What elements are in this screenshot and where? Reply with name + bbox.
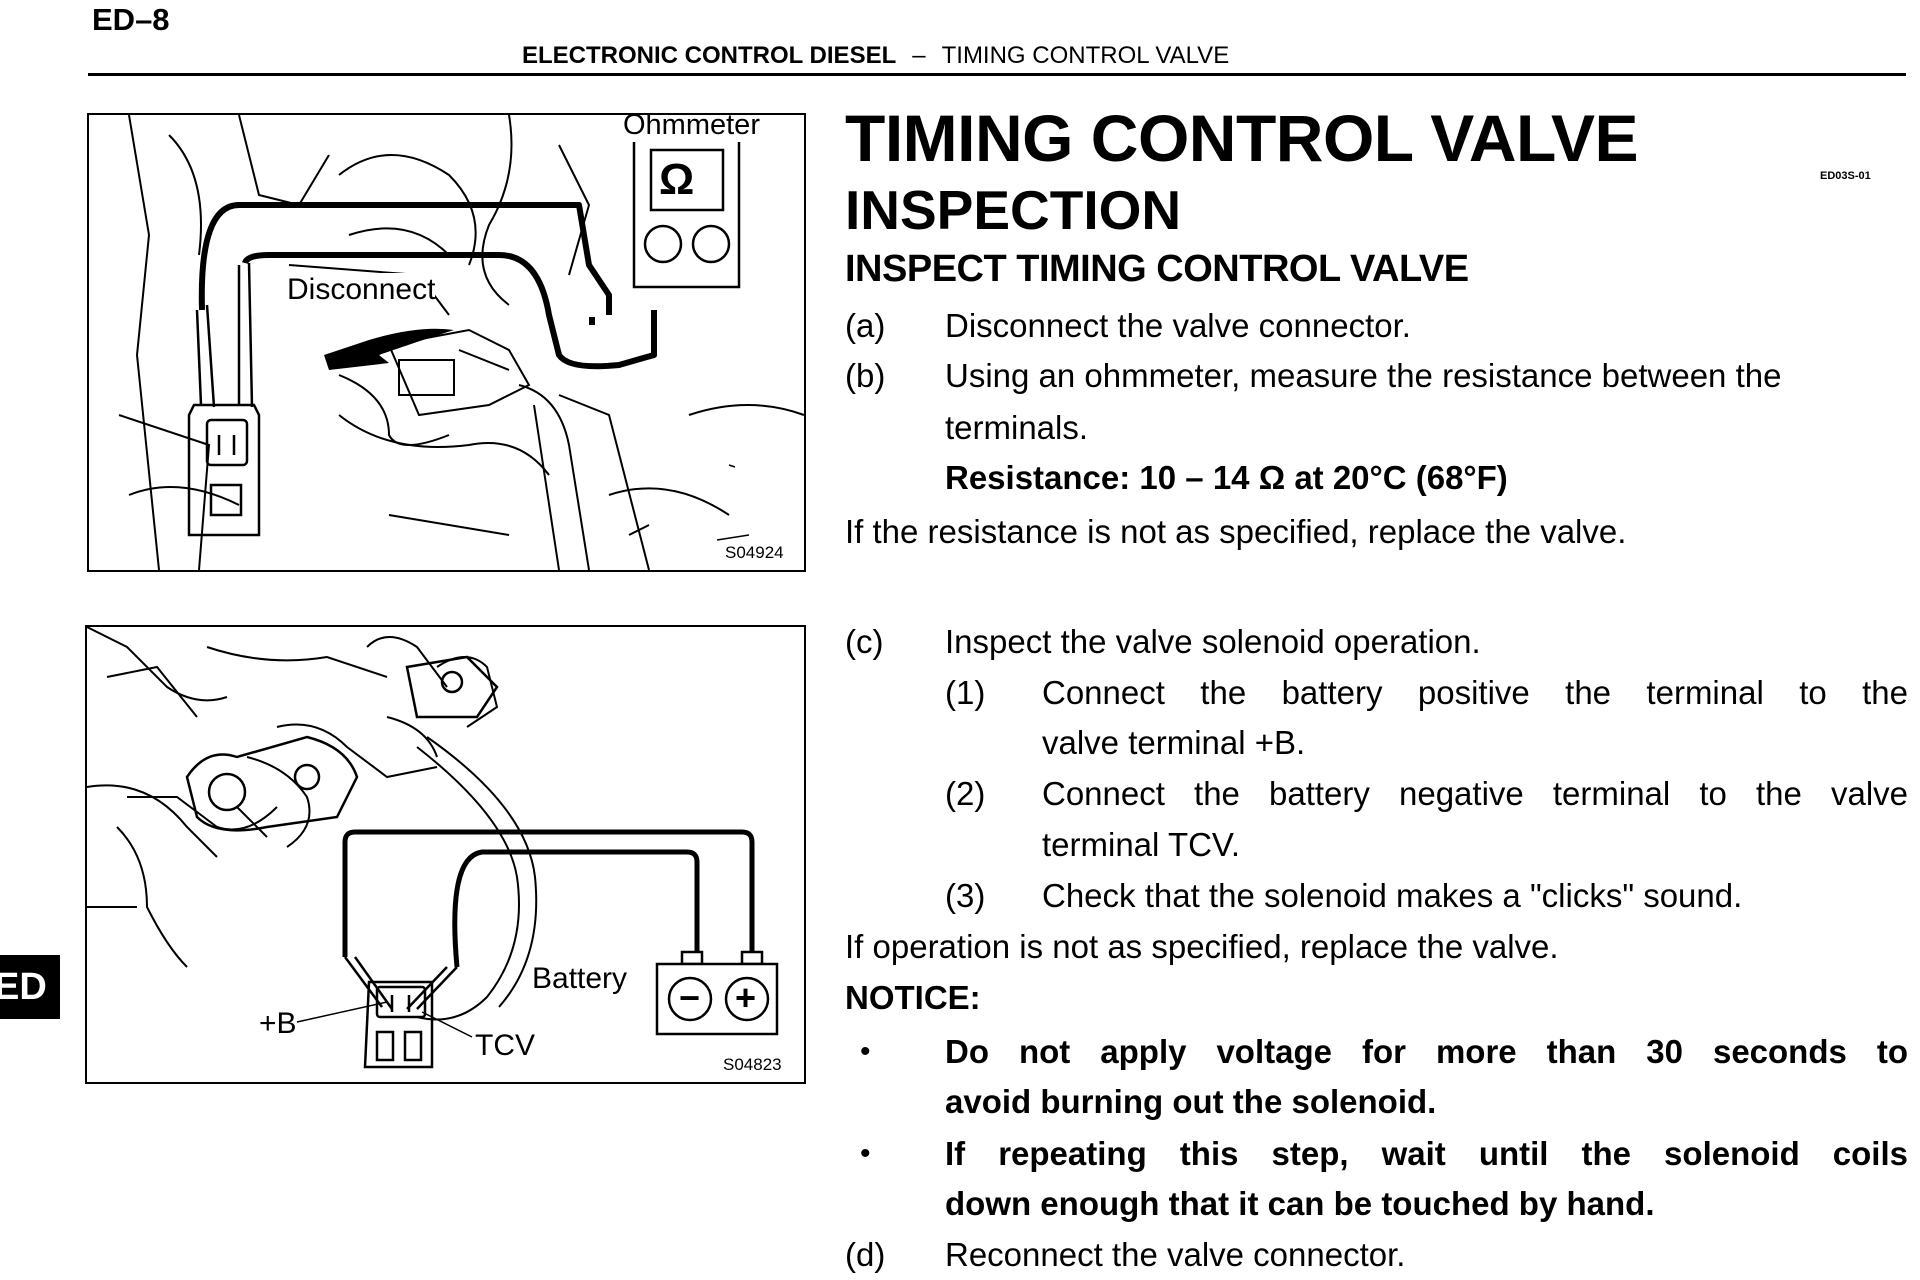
- ohmmeter-label: Ohmmeter: [623, 115, 760, 142]
- running-header-subsection: TIMING CONTROL VALVE: [941, 42, 1230, 69]
- running-header-separator: –: [912, 42, 926, 69]
- notice-heading: NOTICE:: [845, 979, 981, 1016]
- notice-bullet-1-line-2: avoid burning out the solenoid.: [945, 1083, 1437, 1120]
- section-heading: INSPECT TIMING CONTROL VALVE: [845, 248, 1469, 290]
- battery-negative-icon: −: [679, 977, 701, 1018]
- notice-bullet-2-line-2: down enough that it can be touched by ha…: [945, 1185, 1655, 1222]
- step-b-marker: (b): [845, 357, 886, 394]
- bullet-icon: •: [860, 1035, 871, 1068]
- page-number: ED–8: [92, 2, 170, 37]
- resistance-spec: Resistance: 10 – 14 Ω at 20°C (68°F): [945, 459, 1508, 496]
- bullet-icon: •: [860, 1137, 871, 1170]
- figure-code: S04924: [725, 543, 784, 562]
- step-d-marker: (d): [845, 1236, 886, 1273]
- substep-3-line-1: Check that the solenoid makes a "clicks"…: [1042, 877, 1743, 914]
- figure-2-drawing: [87, 627, 779, 1069]
- step-b-line-2: terminals.: [945, 409, 1089, 446]
- running-header: ELECTRONIC CONTROL DIESEL–TIMING CONTROL…: [522, 42, 1229, 70]
- plus-b-label: +B: [259, 1007, 297, 1040]
- disconnect-label: Disconnect: [287, 273, 436, 307]
- battery-positive-icon: +: [735, 977, 757, 1018]
- step-a-text: Disconnect the valve connector.: [945, 307, 1411, 344]
- page-title: TIMING CONTROL VALVE: [845, 101, 1639, 175]
- figure-ohmmeter-inspection: Ohmmeter Ω Disconnect S04924: [87, 113, 806, 572]
- tcv-label: TCV: [475, 1029, 535, 1062]
- figure-code: S04823: [723, 1055, 782, 1074]
- substep-2-marker: (2): [945, 775, 986, 812]
- substep-1-marker: (1): [945, 674, 986, 711]
- step-c-result: If operation is not as specified, replac…: [845, 928, 1559, 965]
- notice-bullet-2-line-1: If repeating this step, wait until the s…: [945, 1135, 1908, 1172]
- battery-label: Battery: [532, 962, 628, 995]
- substep-3-marker: (3): [945, 877, 986, 914]
- figure-battery-solenoid-test: − + Battery +B TCV S04823: [85, 625, 806, 1084]
- substep-1-line-1: Connect the battery positive the termina…: [1042, 674, 1908, 711]
- page-subtitle: INSPECTION: [845, 179, 1182, 241]
- omega-icon: Ω: [659, 155, 695, 204]
- notice-bullet-1-line-1: Do not apply voltage for more than 30 se…: [945, 1033, 1908, 1070]
- section-side-tab: ED: [0, 955, 60, 1019]
- running-header-section: ELECTRONIC CONTROL DIESEL: [522, 42, 897, 69]
- substep-2-line-1: Connect the battery negative terminal to…: [1042, 775, 1908, 812]
- step-a-marker: (a): [845, 307, 886, 344]
- step-b-line-1: Using an ohmmeter, measure the resistanc…: [945, 357, 1782, 394]
- header-rule: [88, 73, 1906, 76]
- reference-code: ED03S-01: [1820, 170, 1871, 182]
- section-side-tab-label: ED: [0, 966, 47, 1008]
- step-b-result: If the resistance is not as specified, r…: [845, 513, 1627, 550]
- step-d-text: Reconnect the valve connector.: [945, 1236, 1406, 1273]
- substep-1-line-2: valve terminal +B.: [1042, 724, 1306, 761]
- step-c-marker: (c): [845, 623, 884, 660]
- figure-1-drawing: [118, 115, 804, 570]
- substep-2-line-2: terminal TCV.: [1042, 826, 1241, 863]
- step-c-text: Inspect the valve solenoid operation.: [945, 623, 1481, 660]
